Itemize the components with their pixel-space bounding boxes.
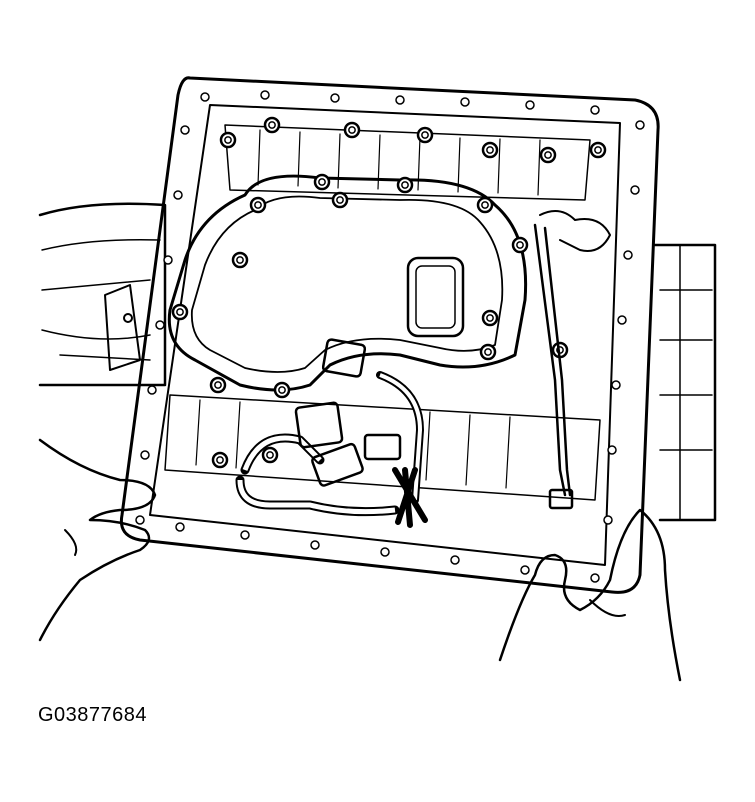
electrical-connector-icon	[311, 442, 364, 487]
electrical-connector-icon	[363, 433, 402, 461]
bolt-icon	[481, 309, 499, 327]
bolt-icon	[611, 380, 621, 390]
oil-pan-flange	[119, 76, 660, 594]
bolt-icon	[635, 120, 645, 130]
bolt-icon	[219, 131, 237, 149]
bolt-icon	[209, 376, 227, 394]
left-hand	[38, 438, 157, 642]
bolt-icon	[249, 196, 267, 214]
electrical-connector-icon	[294, 401, 344, 449]
bolt-icon	[330, 93, 340, 103]
bolt-icon	[539, 146, 557, 164]
bolt-icon	[607, 445, 617, 455]
bolt-icon	[603, 515, 613, 525]
bolt-icon	[231, 251, 249, 269]
bolt-icon	[313, 173, 331, 191]
bolt-icon	[395, 95, 405, 105]
bolt-icon	[476, 196, 494, 214]
bolt-icon	[511, 236, 529, 254]
bolt-icon	[416, 126, 434, 144]
bolt-icon	[211, 451, 229, 469]
electrical-connector-icon	[548, 488, 574, 510]
separator-plate-bolts	[171, 116, 607, 469]
bolt-icon	[590, 105, 600, 115]
bolt-icon	[135, 515, 145, 525]
bolt-icon	[155, 320, 165, 330]
separator-plate	[167, 174, 528, 392]
bolt-icon	[520, 565, 530, 575]
bolt-icon	[310, 540, 320, 550]
figure-code: G03877684	[38, 704, 148, 726]
bolt-icon	[630, 185, 640, 195]
electrical-connectors	[294, 338, 574, 510]
bolt-icon	[140, 450, 150, 460]
bolt-icon	[171, 303, 189, 321]
bolt-icon	[460, 97, 470, 107]
bolt-icon	[343, 121, 361, 139]
bolt-icon	[163, 255, 173, 265]
bolt-icon	[200, 92, 210, 102]
right-hand	[498, 508, 682, 682]
bolt-icon	[479, 343, 497, 361]
transmission-valve-body-illustration	[38, 76, 717, 682]
bolt-icon	[263, 116, 281, 134]
bolt-icon	[173, 190, 183, 200]
electrical-connector-icon	[321, 338, 367, 378]
bolt-icon	[589, 141, 607, 159]
bolt-icon	[396, 176, 414, 194]
bolt-icon	[525, 100, 535, 110]
bolt-icon	[590, 573, 600, 583]
bolt-icon	[380, 547, 390, 557]
bolt-icon	[331, 191, 349, 209]
valve-body-internals	[164, 124, 601, 501]
transmission-case-right	[653, 243, 717, 522]
bolt-icon	[623, 250, 633, 260]
bolt-icon	[240, 530, 250, 540]
bolt-icon	[481, 141, 499, 159]
bolt-icon	[175, 522, 185, 532]
transmission-case-left	[38, 202, 167, 387]
bolt-icon	[261, 446, 279, 464]
bolt-icon	[450, 555, 460, 565]
flange-bolt-holes	[135, 90, 645, 583]
bolt-icon	[147, 385, 157, 395]
bolt-icon	[180, 125, 190, 135]
bolt-icon	[273, 381, 291, 399]
bolt-icon	[617, 315, 627, 325]
bolt-icon	[260, 90, 270, 100]
